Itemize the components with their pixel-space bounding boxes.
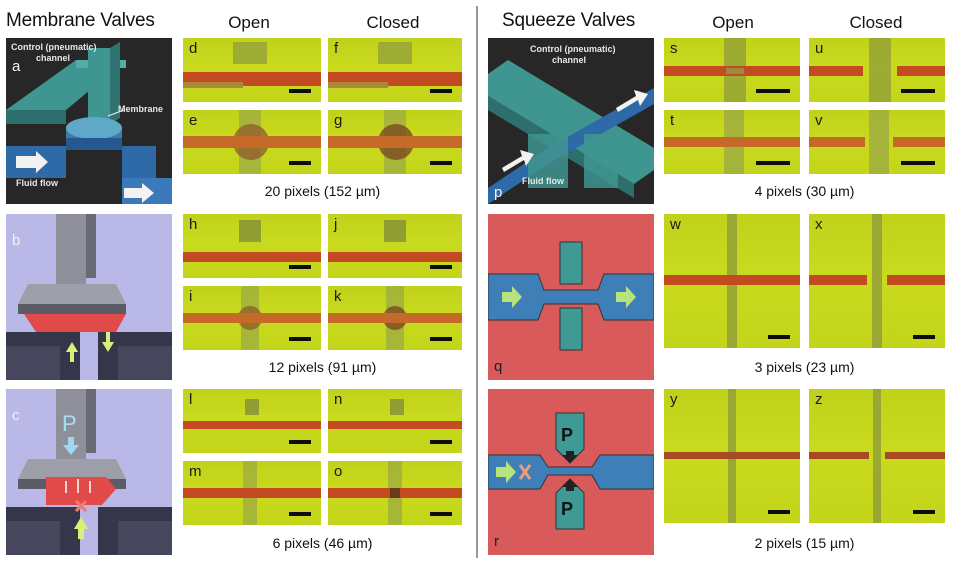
photo-v: v	[809, 110, 945, 174]
photo-f: f	[328, 38, 462, 102]
membrane-caption-2: 12 pixels (91 µm)	[268, 359, 377, 375]
scale-bar	[289, 512, 311, 516]
control-channel-label-2: channel	[36, 53, 71, 63]
panel-p-label: p	[494, 184, 503, 201]
scale-bar	[430, 512, 452, 516]
control-channel-label-1: Control (pneumatic)	[11, 42, 97, 52]
photo-n-label: n	[334, 391, 343, 408]
scale-bar	[913, 510, 935, 514]
scale-bar	[289, 89, 311, 93]
photo-e: e	[183, 110, 321, 174]
panel-c-illustration: c P	[6, 389, 172, 555]
squeeze-open-header: Open	[712, 13, 754, 32]
membrane-caption-3: 6 pixels (46 µm)	[272, 535, 373, 551]
squeeze-control-label-2: channel	[552, 55, 587, 65]
photo-t: t	[664, 110, 800, 174]
photo-g-label: g	[334, 112, 343, 129]
scale-bar	[901, 161, 935, 165]
scale-bar	[430, 265, 452, 269]
photo-y: y	[664, 389, 800, 523]
squeeze-caption-2: 3 pixels (23 µm)	[754, 359, 855, 375]
panel-b-illustration: b	[6, 214, 172, 380]
photo-e-label: e	[189, 112, 198, 129]
photo-u-label: u	[815, 40, 824, 57]
panel-p-illustration: Control (pneumatic) channel Fluid flow p	[488, 38, 654, 204]
membrane-open-header: Open	[228, 13, 270, 32]
photo-w-label: w	[670, 216, 681, 233]
scale-bar	[430, 161, 452, 165]
membrane-valves-title: Membrane Valves	[6, 10, 155, 31]
scale-bar	[768, 510, 790, 514]
scale-bar	[289, 337, 311, 341]
squeeze-caption-3: 2 pixels (15 µm)	[754, 535, 855, 551]
photo-x: x	[809, 214, 945, 348]
squeeze-valves-title: Squeeze Valves	[502, 10, 636, 31]
photo-d-label: d	[189, 40, 198, 57]
photo-z-label: z	[815, 391, 823, 408]
scale-bar	[430, 337, 452, 341]
photo-w: w	[664, 214, 800, 348]
panel-q-label: q	[494, 358, 503, 375]
pressure-p-label-c: P	[62, 411, 77, 436]
membrane-label: Membrane	[118, 104, 164, 114]
photo-h: h	[183, 214, 321, 278]
scale-bar	[289, 440, 311, 444]
squeeze-closed-header: Closed	[849, 13, 903, 32]
scale-bar	[913, 335, 935, 339]
fluid-flow-label: Fluid flow	[16, 178, 58, 188]
photo-j-label: j	[334, 216, 338, 233]
pressure-p-bottom: P	[561, 499, 574, 519]
photo-j: j	[328, 214, 462, 278]
scale-bar	[430, 89, 452, 93]
photo-h-label: h	[189, 216, 198, 233]
photo-m: m	[183, 461, 321, 525]
squeeze-control-label-1: Control (pneumatic)	[530, 44, 616, 54]
photo-l: l	[183, 389, 321, 453]
photo-k: k	[328, 286, 462, 350]
scale-bar	[756, 161, 790, 165]
panel-b-label: b	[12, 232, 21, 249]
pressure-p-top: P	[561, 425, 574, 445]
panel-c-label: c	[12, 407, 20, 424]
panel-q-schematic: q	[488, 214, 654, 380]
photo-x-label: x	[815, 216, 823, 233]
scale-bar	[289, 161, 311, 165]
panel-a-label: a	[12, 58, 21, 75]
photo-n: n	[328, 389, 462, 453]
scale-bar	[901, 89, 935, 93]
panel-r-label: r	[494, 533, 499, 550]
photo-d: d	[183, 38, 321, 102]
scale-bar	[430, 440, 452, 444]
photo-y-label: y	[670, 391, 678, 408]
photo-o-label: o	[334, 463, 343, 480]
panel-r-schematic: P P r	[488, 389, 654, 555]
membrane-caption-1: 20 pixels (152 µm)	[264, 183, 381, 199]
scale-bar	[289, 265, 311, 269]
photo-s-label: s	[670, 40, 678, 57]
photo-o: o	[328, 461, 462, 525]
photo-l-label: l	[189, 391, 193, 408]
photo-f-label: f	[334, 40, 339, 57]
photo-g: g	[328, 110, 462, 174]
photo-t-label: t	[670, 112, 675, 129]
photo-u: u	[809, 38, 945, 102]
photo-s: s	[664, 38, 800, 102]
photo-z: z	[809, 389, 945, 523]
scale-bar	[768, 335, 790, 339]
panel-a-illustration: a Control (pneumatic) channel Membrane F…	[6, 38, 172, 204]
squeeze-caption-1: 4 pixels (30 µm)	[754, 183, 855, 199]
photo-k-label: k	[334, 288, 342, 305]
photo-m-label: m	[189, 463, 202, 480]
photo-v-label: v	[815, 112, 823, 129]
photo-i-label: i	[189, 288, 193, 305]
membrane-closed-header: Closed	[366, 13, 420, 32]
photo-i: i	[183, 286, 321, 350]
section-divider	[476, 6, 478, 558]
scale-bar	[756, 89, 790, 93]
squeeze-fluid-flow-label: Fluid flow	[522, 176, 564, 186]
